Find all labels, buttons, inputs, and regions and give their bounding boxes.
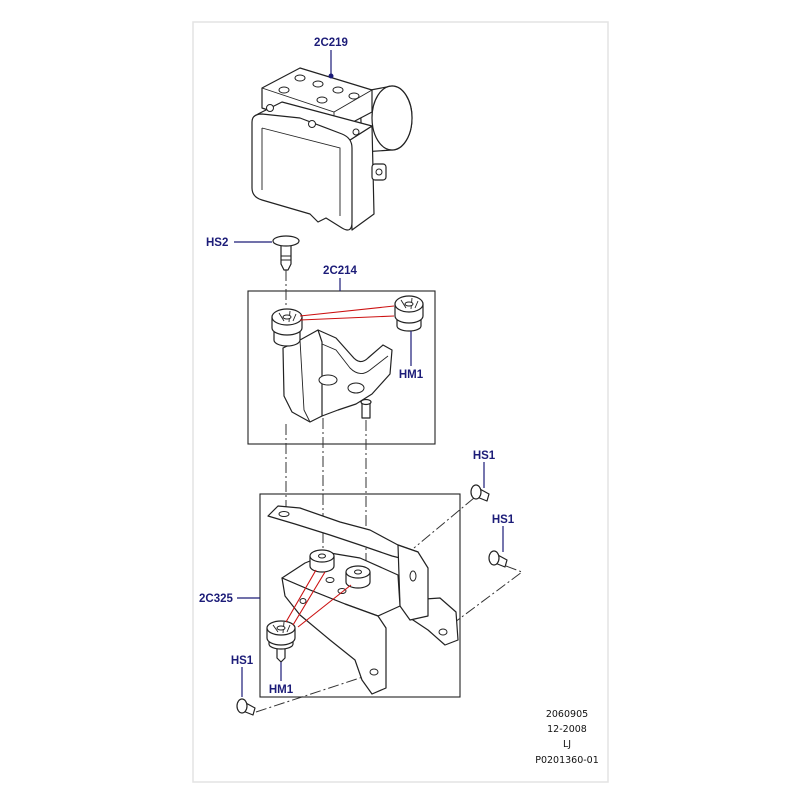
upper-bracket-flange-edge (299, 339, 311, 423)
lower-bracket-arm-hole (278, 511, 290, 517)
abs-ecu-recess (261, 127, 341, 216)
alignment-line (255, 673, 373, 713)
abs-ecu-cover (251, 113, 353, 231)
upper-bracket-pin-top (360, 398, 372, 406)
upper-bracket-hole (347, 382, 365, 394)
upper-highlight-line (299, 315, 395, 321)
hs1-middle-label: HS1 (492, 514, 515, 526)
hs1-bolt-bottom-head (236, 698, 248, 714)
lower-bracket-plate-hole (409, 570, 417, 582)
hs1-bolt-top (470, 484, 490, 502)
lower-highlight-line (285, 569, 317, 623)
abs-motor-end (371, 85, 413, 151)
abs-module (251, 67, 413, 231)
upper-right-mount (394, 295, 424, 332)
lower-bracket-front-hole (299, 598, 307, 604)
hs2-bolt-head (272, 235, 300, 247)
hs1-bolt-bottom (236, 698, 256, 716)
lower-bracket (267, 505, 459, 695)
hs1-bottom-label: HS1 (231, 655, 254, 667)
alignment-line (446, 565, 524, 629)
abs-port (332, 86, 344, 94)
abs-screw (266, 104, 274, 112)
footer-code: 2060905 (546, 709, 588, 720)
hs2-bolt (272, 235, 300, 271)
abs-module-label: 2C219 (314, 37, 348, 49)
upper-bracket-cradle-edge (321, 343, 389, 374)
upper-bracket (282, 329, 393, 423)
hs1-bolt-top-head (470, 484, 482, 500)
upper-bracket-label: 2C214 (323, 265, 357, 277)
abs-module-leader-dot (328, 73, 334, 79)
abs-port (348, 92, 360, 100)
lower-bracket-mount-centre (354, 569, 362, 575)
abs-ecu-side (349, 125, 375, 231)
abs-port (278, 86, 290, 94)
lower-bracket-base-hole (325, 577, 335, 583)
abs-screw (352, 128, 360, 136)
lower-hm1-mount (266, 620, 296, 663)
upper-right-mount-centre (404, 301, 414, 307)
abs-connector-pin (375, 168, 383, 176)
upper-bracket-hole (318, 374, 338, 386)
abs-port (294, 74, 306, 82)
lower-bracket-mount-centre (318, 553, 326, 559)
hs1-bolt-middle (488, 550, 508, 568)
lower-bracket-box (259, 493, 461, 698)
abs-port (316, 96, 328, 104)
upper-left-mount (271, 308, 303, 347)
hs2-bolt-shaft (280, 243, 292, 271)
upper-hm1-label: HM1 (399, 369, 424, 381)
lower-bracket-base-hole (337, 588, 347, 594)
footer-part-number: P0201360-01 (535, 755, 599, 766)
hs1-bolt-middle-head (488, 550, 500, 566)
abs-screw (308, 120, 316, 128)
lower-bracket-mount (309, 549, 335, 573)
lower-highlight-line (292, 571, 326, 626)
hs1-top-label: HS1 (473, 450, 496, 462)
footer-initials: LJ (563, 739, 571, 750)
lower-bracket-mount (345, 565, 371, 589)
hs2-bolt-thread (281, 255, 291, 261)
upper-bracket-box (247, 290, 436, 445)
lower-bracket-right-tab-hole (438, 628, 448, 636)
lower-bracket-lower-tab-hole (369, 668, 379, 676)
alignment-line (413, 497, 475, 549)
upper-highlight-line (299, 305, 395, 317)
lower-hm1-mount-centre (276, 625, 286, 631)
upper-left-mount-centre (282, 314, 292, 320)
footer-date: 12-2008 (547, 724, 587, 735)
lower-bracket-front-plate (281, 577, 387, 695)
lower-bracket-label: 2C325 (199, 593, 233, 605)
hs2-label: HS2 (206, 237, 228, 249)
abs-port (312, 80, 324, 88)
lower-hm1-label: HM1 (269, 684, 294, 696)
lower-highlight-line (297, 584, 352, 628)
